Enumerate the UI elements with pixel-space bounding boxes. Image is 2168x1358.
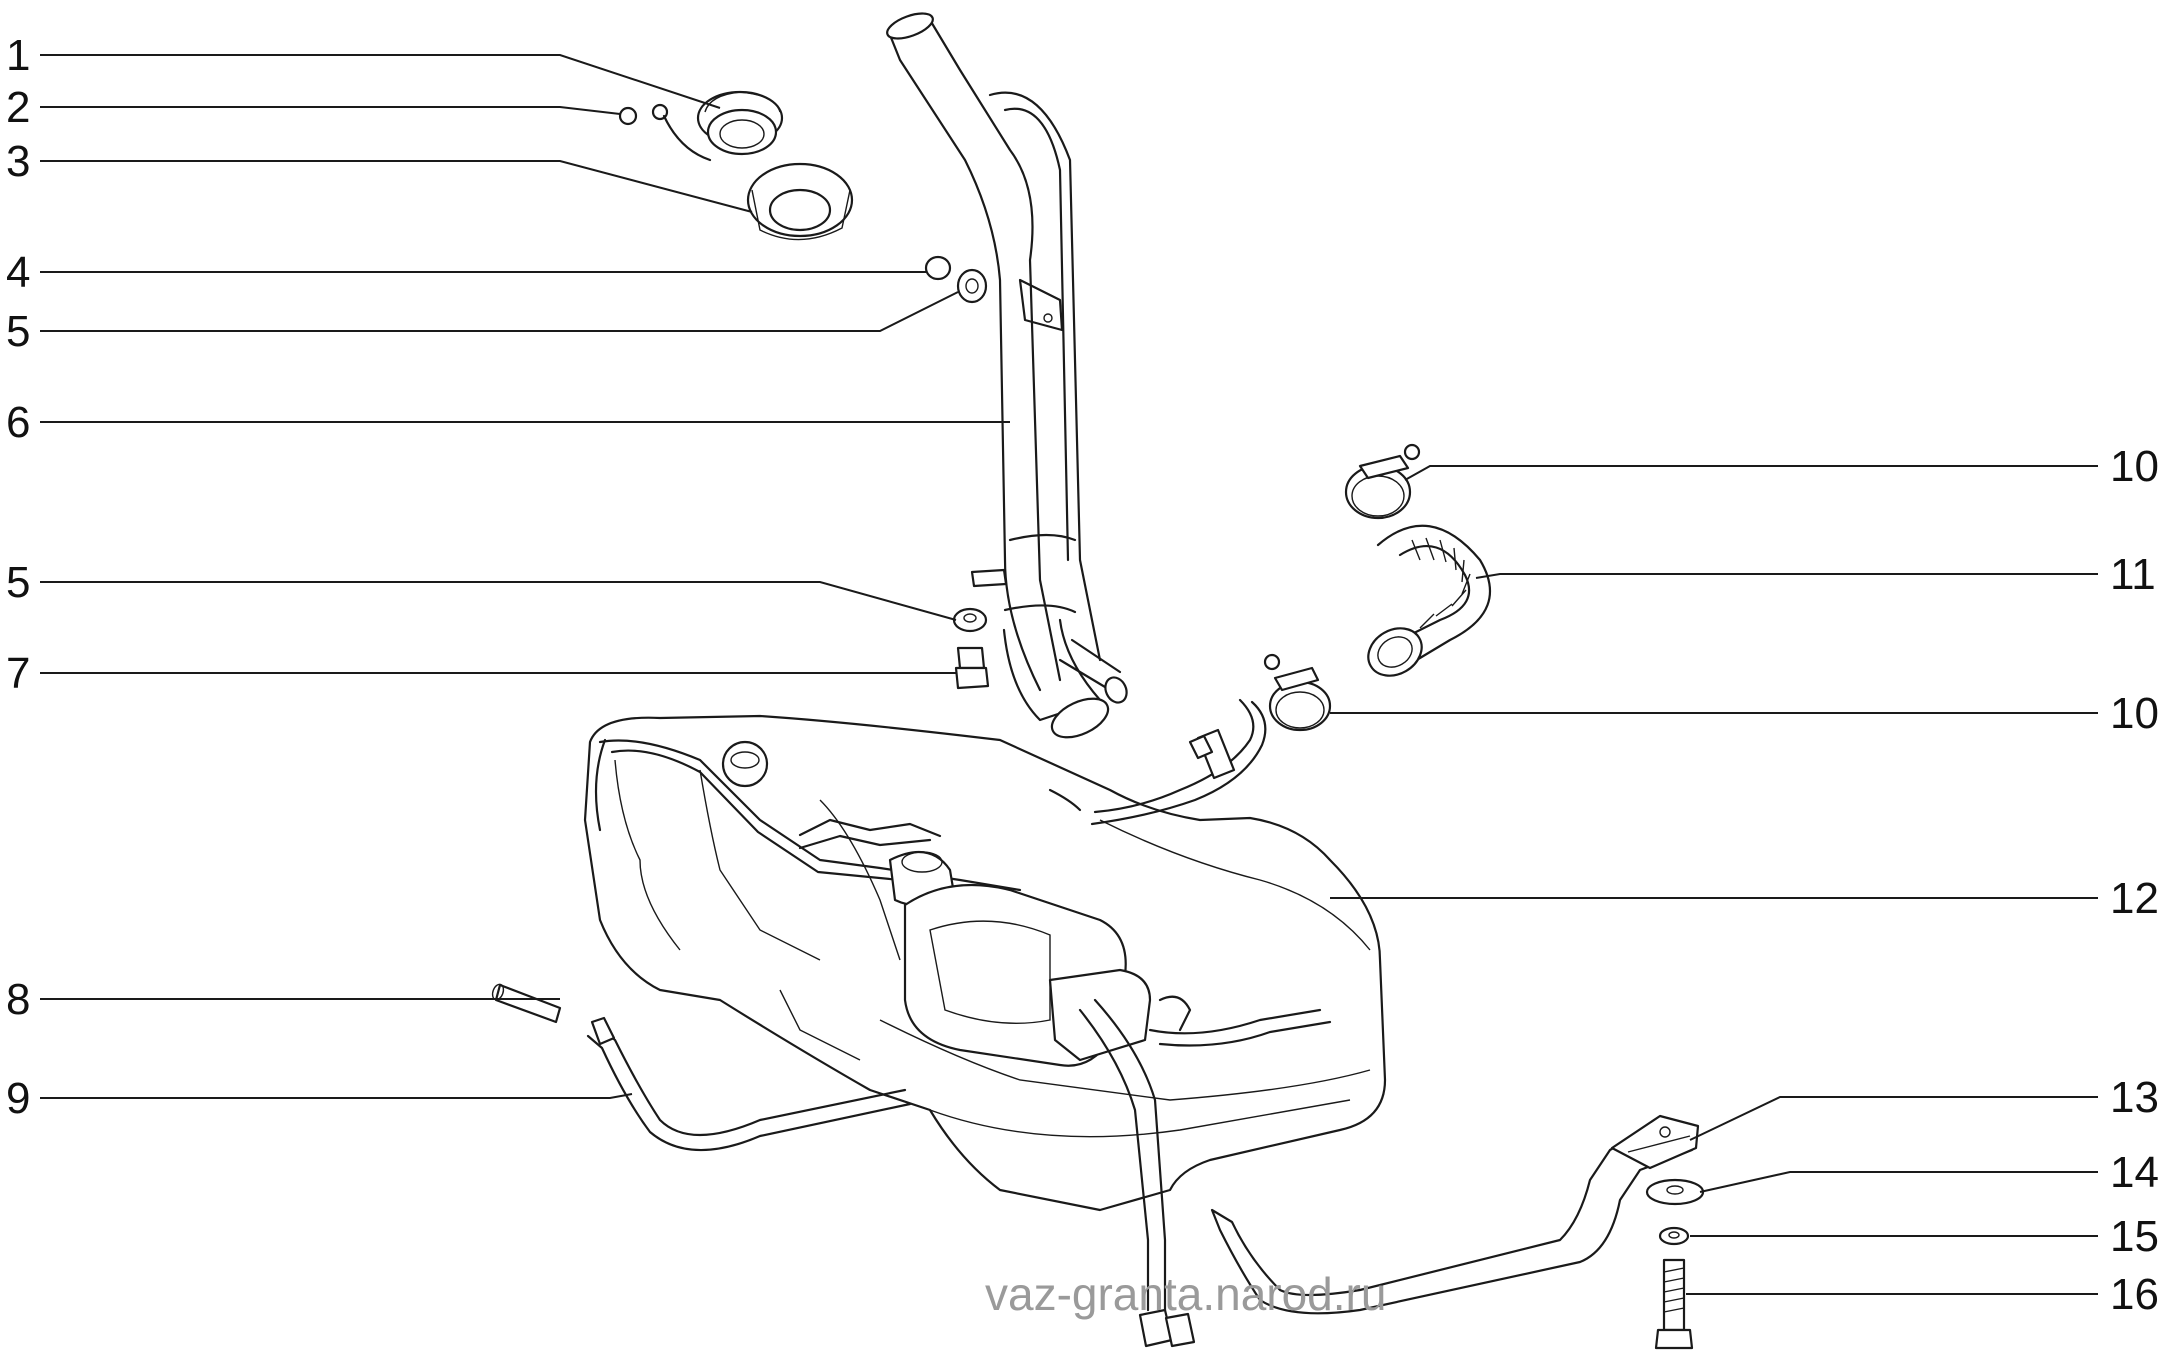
callouts-left: 1 2 3 4 5 6 5 7 8 9 bbox=[6, 31, 30, 1123]
callout-12: 12 bbox=[2110, 874, 2159, 923]
callout-15: 15 bbox=[2110, 1212, 2159, 1261]
cap-tether bbox=[618, 103, 712, 162]
bolt-16 bbox=[1654, 1258, 1694, 1350]
hose-clamp-upper bbox=[1344, 443, 1421, 520]
tank-strap-left bbox=[586, 1016, 912, 1152]
fuel-tank bbox=[583, 698, 1387, 1348]
callout-8: 8 bbox=[6, 975, 30, 1024]
callout-9: 9 bbox=[6, 1074, 30, 1123]
washer-4 bbox=[924, 255, 952, 281]
leader-lines-right bbox=[1330, 465, 2098, 1295]
callout-5-upper: 5 bbox=[6, 307, 30, 356]
callout-5-lower: 5 bbox=[6, 558, 30, 607]
callout-1: 1 bbox=[6, 31, 30, 80]
callout-14: 14 bbox=[2110, 1148, 2159, 1197]
washer-5-lower bbox=[952, 607, 988, 633]
filler-pipe bbox=[886, 12, 1128, 739]
callout-10-lower: 10 bbox=[2110, 689, 2159, 738]
washer-5-top bbox=[956, 268, 988, 304]
callout-16: 16 bbox=[2110, 1270, 2159, 1319]
callout-10-upper: 10 bbox=[2110, 442, 2159, 491]
callout-11: 11 bbox=[2110, 550, 2156, 599]
callout-4: 4 bbox=[6, 248, 30, 297]
callout-7: 7 bbox=[6, 649, 30, 698]
strap-sleeve-8 bbox=[491, 983, 562, 1024]
callouts-right: 10 11 10 12 13 14 15 16 bbox=[2110, 442, 2159, 1319]
fuel-cap bbox=[696, 90, 784, 156]
hose-clamp-lower bbox=[1263, 653, 1332, 732]
callout-3: 3 bbox=[6, 137, 30, 186]
leader-lines-left bbox=[40, 54, 1010, 1099]
filler-neck-seal bbox=[746, 162, 854, 241]
callout-6: 6 bbox=[6, 398, 30, 447]
callout-13: 13 bbox=[2110, 1073, 2159, 1122]
bolt-7 bbox=[954, 646, 990, 690]
watermark: vaz-granta.narod.ru bbox=[985, 1268, 1386, 1320]
filler-hose bbox=[1367, 524, 1492, 677]
washer-15 bbox=[1658, 1226, 1690, 1246]
callout-2: 2 bbox=[6, 83, 30, 132]
washer-14 bbox=[1645, 1178, 1705, 1206]
